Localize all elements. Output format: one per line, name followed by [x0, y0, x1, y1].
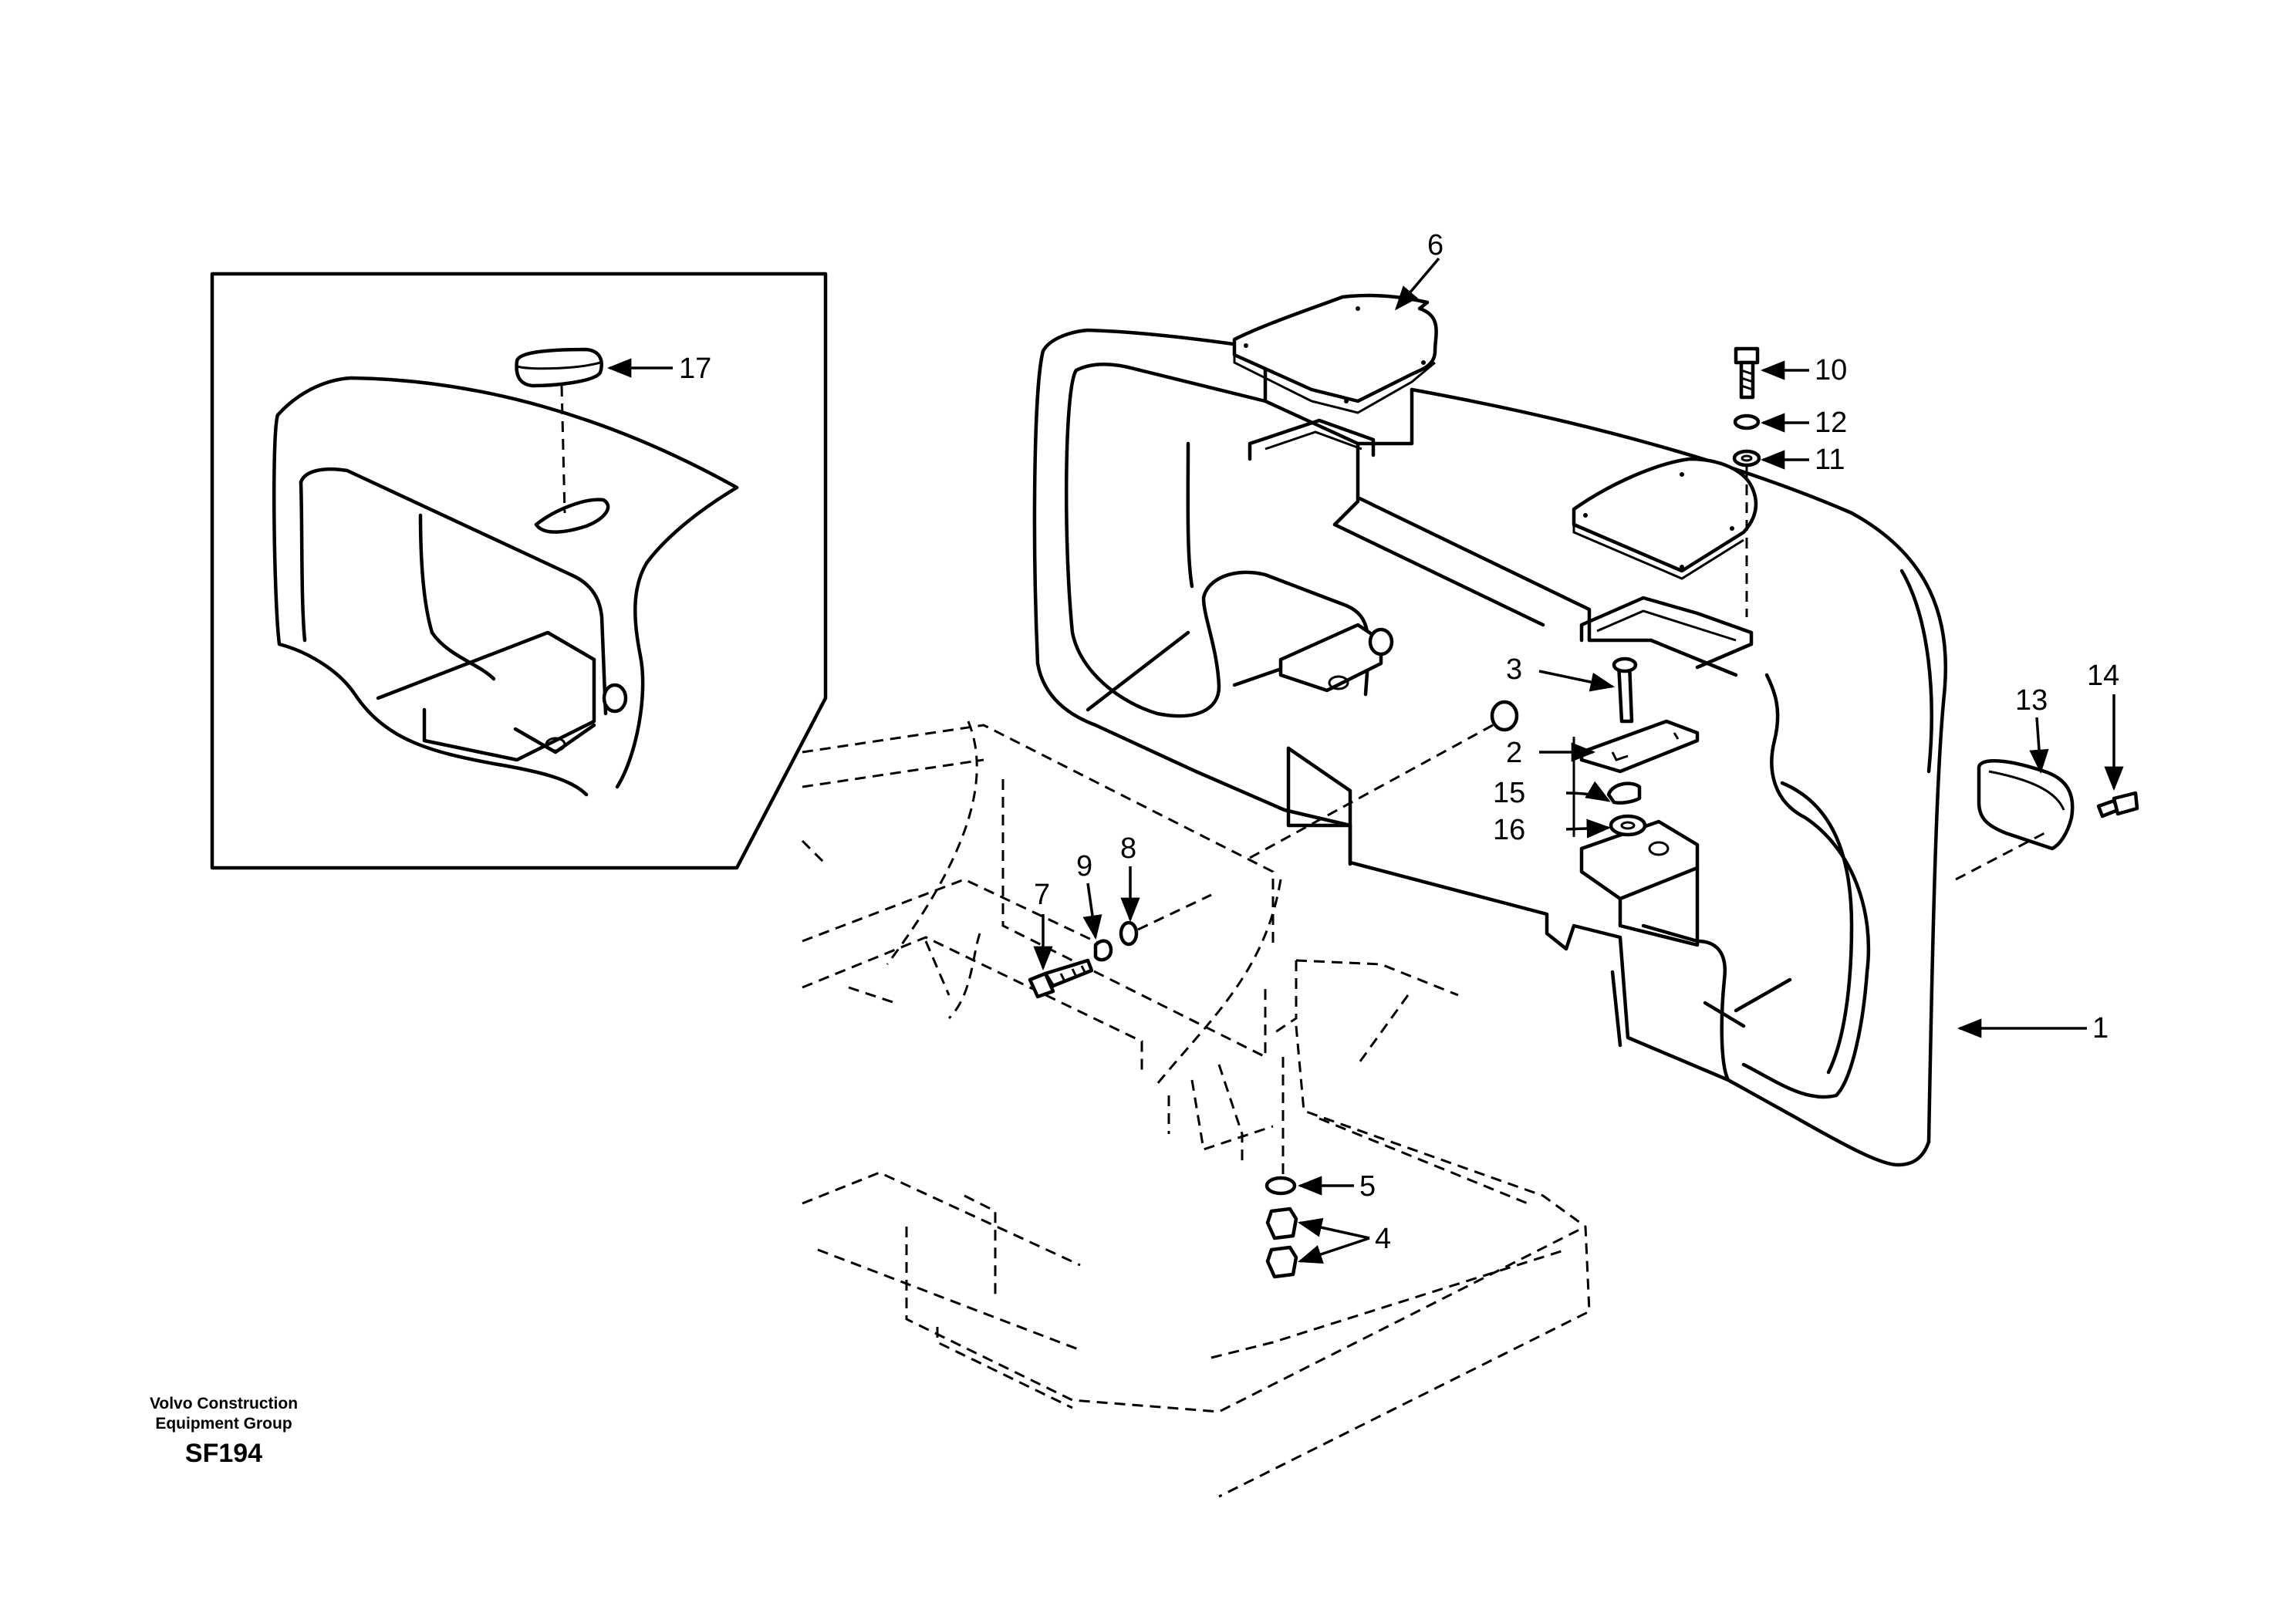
spacer-boss [1490, 700, 1519, 732]
callout-3: 3 [1506, 653, 1522, 686]
bolt-7-washers [1028, 893, 1212, 999]
callout-2: 2 [1506, 737, 1522, 769]
callout-15: 15 [1493, 777, 1525, 809]
cover-plate-6 [1232, 293, 1438, 461]
callout-11: 11 [1815, 444, 1845, 476]
callout-8: 8 [1120, 832, 1136, 865]
bolt-stack-10-12-11 [1732, 346, 1761, 617]
callout-9: 9 [1076, 850, 1092, 883]
lock-plate-2 [1572, 656, 1700, 837]
maker-line-2: Equipment Group [155, 1415, 292, 1433]
drawing-code: SF194 [184, 1439, 263, 1468]
guide-line-spacer [1249, 724, 1494, 859]
callout-6: 6 [1427, 229, 1443, 262]
callout-5: 5 [1359, 1170, 1376, 1203]
counterweight-assembly [1032, 328, 1948, 1167]
callout-12: 12 [1815, 407, 1847, 439]
inset-detail: 17 [210, 272, 828, 870]
side-cover-13 [1977, 759, 2139, 851]
cover-plate-right [1572, 457, 1758, 670]
callout-1: 1 [2092, 1012, 2109, 1045]
callout-14: 14 [2087, 660, 2119, 692]
callout-10: 10 [1815, 354, 1847, 386]
maker-line-1: Volvo Construction [149, 1395, 299, 1412]
machine-frame-phantom [801, 721, 1591, 1498]
callout-7: 7 [1034, 879, 1050, 911]
callout-16: 16 [1493, 814, 1525, 846]
clip-washer [1606, 781, 1647, 837]
callout-17: 17 [679, 353, 711, 385]
callout-13: 13 [2015, 684, 2048, 717]
nuts-washer [1264, 1057, 1298, 1279]
callouts: 6 10 12 11 3 2 15 16 13 14 1 7 9 8 5 4 [1033, 229, 2124, 1264]
callout-4: 4 [1375, 1223, 1391, 1255]
